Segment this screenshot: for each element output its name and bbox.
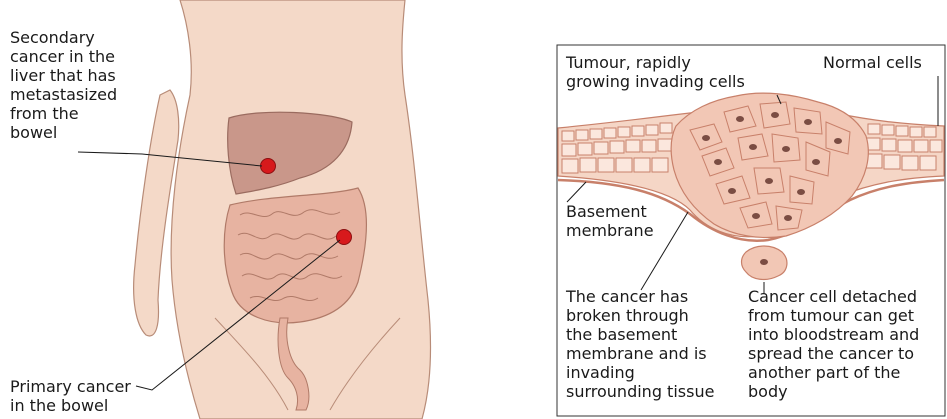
bowel-tumour-dot xyxy=(337,230,352,245)
broken-membrane-label: The cancer has broken through the baseme… xyxy=(565,287,714,401)
body-illustration xyxy=(78,0,430,419)
detached-cell-nucleus xyxy=(760,259,768,265)
secondary-cancer-label: Secondary cancer in the liver that has m… xyxy=(10,28,122,142)
basement-membrane-label: Basement membrane xyxy=(566,202,654,240)
normal-cells-label: Normal cells xyxy=(823,53,922,72)
intestines xyxy=(224,188,366,323)
liver-tumour-dot xyxy=(261,159,276,174)
primary-cancer-label: Primary cancer in the bowel xyxy=(10,377,136,415)
normal-cells-right xyxy=(866,124,942,170)
